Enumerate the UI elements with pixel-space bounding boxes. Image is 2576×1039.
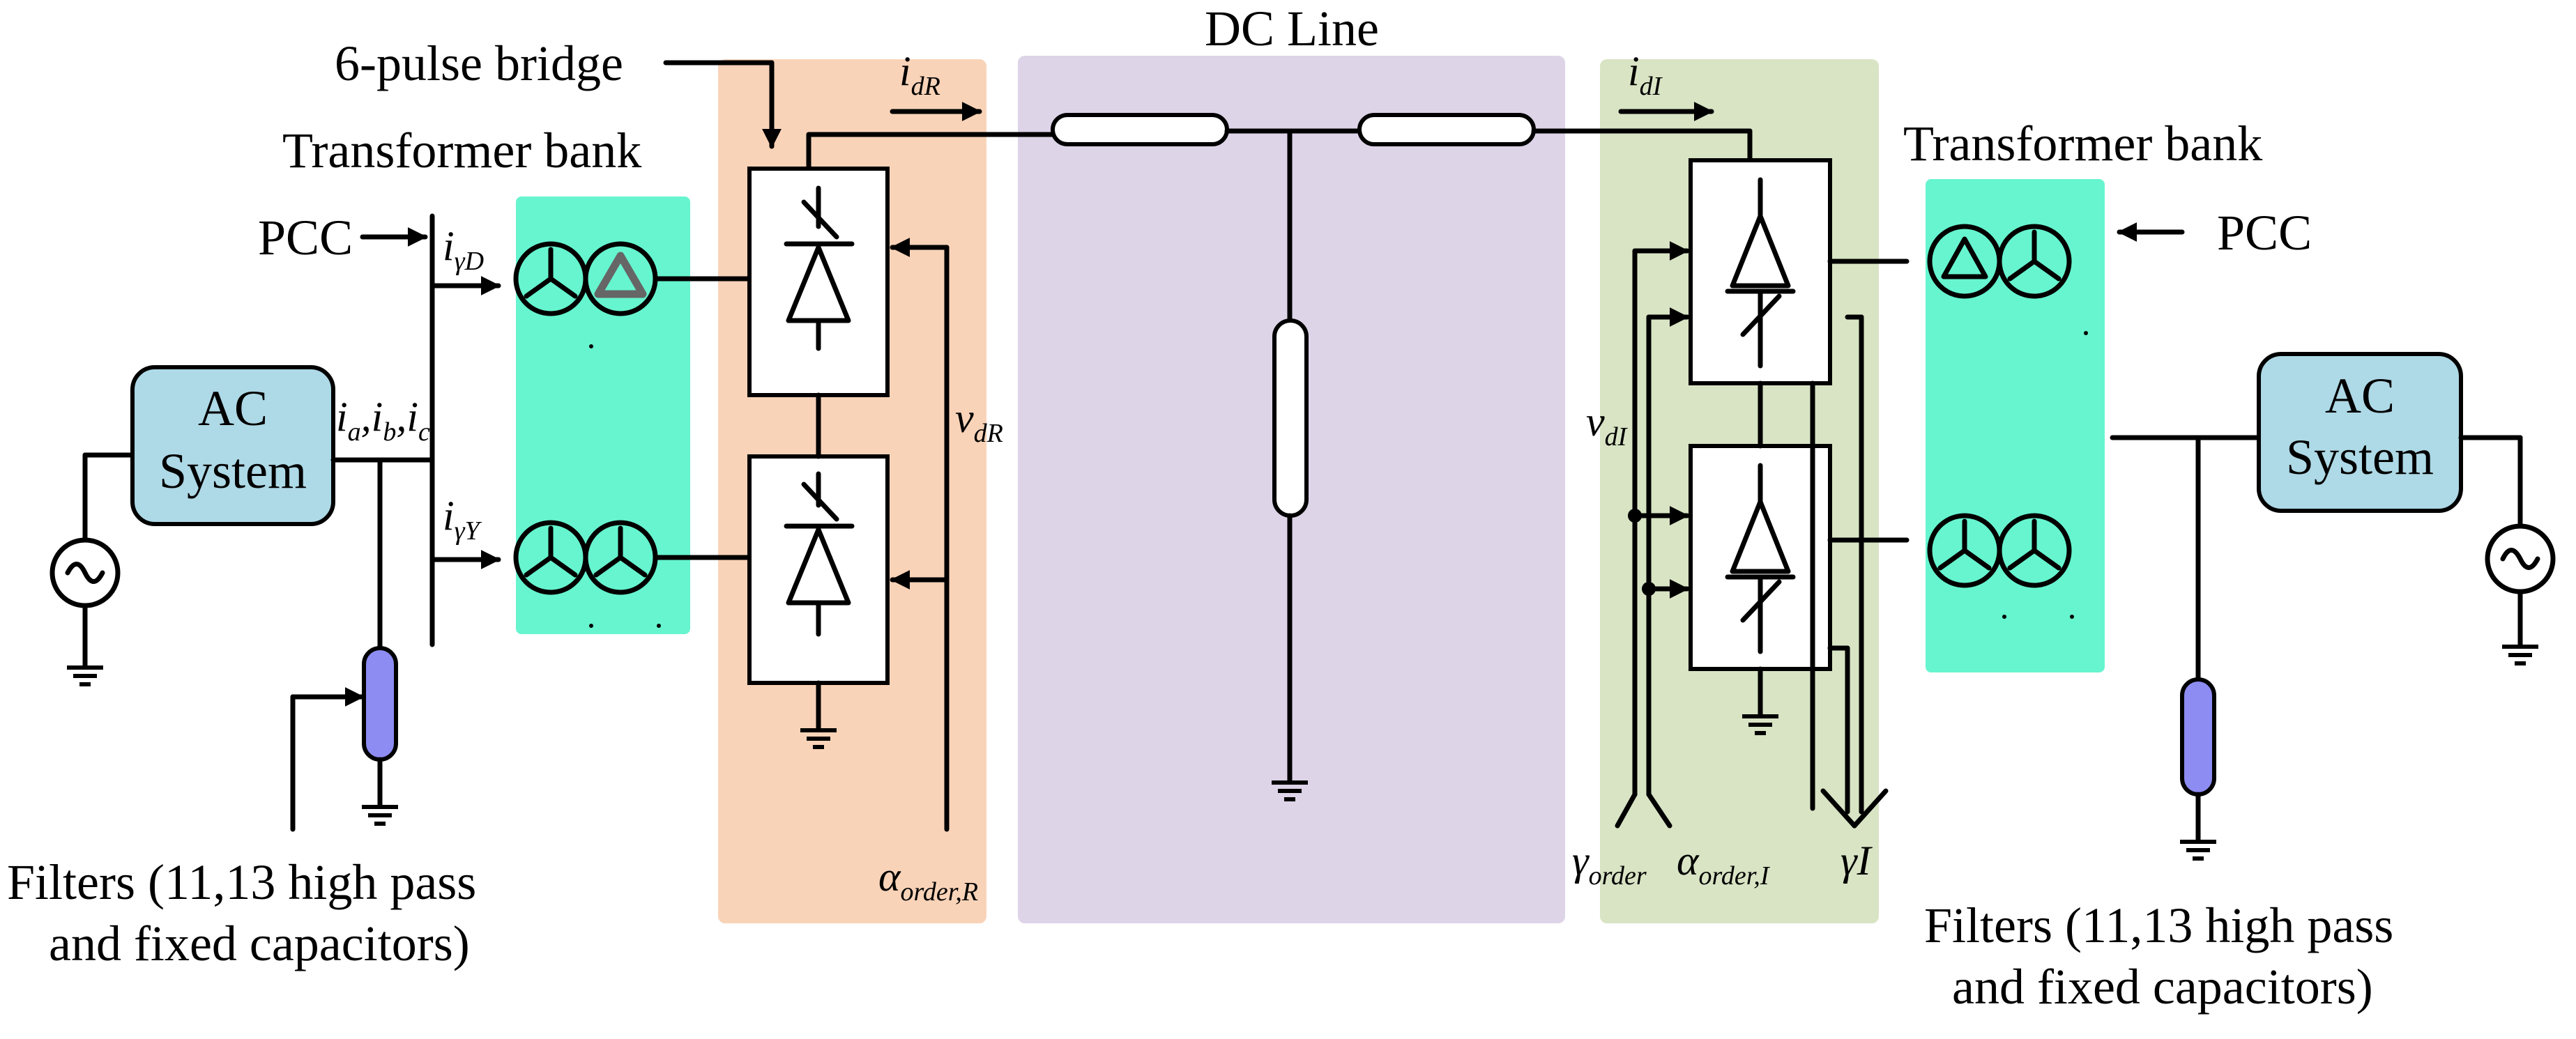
pcc-right-label: PCC (2217, 205, 2312, 261)
v-dr-label: vdR (955, 395, 1003, 448)
current-abc-label: ia,ib,ic (336, 394, 430, 447)
gamma-i-label: γI (1840, 838, 1873, 884)
ac-system-right: AC System (2257, 352, 2463, 513)
ac-source-left-icon (49, 452, 135, 684)
ac-source-right-icon (2485, 523, 2556, 663)
ac-system-right-line1: AC (2325, 368, 2395, 424)
transformer-bank-right-box (1926, 179, 2105, 672)
rectifier-bridge-top (747, 167, 890, 397)
ac-system-left-line1: AC (198, 380, 268, 436)
filter-right (2180, 677, 2216, 859)
dc-line-label: DC Line (1205, 1, 1379, 56)
pcc-left-label: PCC (258, 210, 353, 265)
dc-line-resistor-left (1051, 113, 1229, 146)
ac-system-right-line2: System (2286, 429, 2434, 485)
transformer-y-delta-left-icon (513, 241, 658, 348)
rectifier-bridge-bottom (747, 454, 890, 685)
inverter-bridge-top (1689, 158, 1832, 385)
transformer-bank-left-label: Transformer bank (282, 123, 641, 178)
current-idi-label: idI (1628, 48, 1663, 101)
current-gamma-d-label: iγD (443, 223, 484, 276)
inverter-bridge-bottom (1689, 444, 1832, 671)
current-idr-label: idR (899, 48, 940, 101)
filters-right-line2: and fixed capacitors) (1952, 959, 2373, 1015)
ac-system-left: AC System (130, 365, 335, 526)
six-pulse-bridge-label: 6-pulse bridge (335, 36, 623, 91)
filters-left-line1: Filters (11,13 high pass (7, 854, 476, 910)
filters-left-line2: and fixed capacitors) (49, 916, 470, 971)
current-gamma-y-label: iγY (443, 493, 482, 546)
filter-left (290, 646, 398, 832)
v-di-label: vdI (1586, 399, 1629, 452)
filters-right-line1: Filters (11,13 high pass (1924, 898, 2393, 953)
dc-line-resistor-right (1357, 113, 1536, 146)
transformer-delta-y-right-icon (1927, 224, 2088, 335)
transformer-bank-right-label: Transformer bank (1903, 116, 2262, 171)
transformer-y-y-right-icon (1927, 513, 2074, 619)
alpha-order-i-label: αorder,I (1677, 838, 1771, 891)
gamma-order-label: γorder (1572, 838, 1647, 891)
alpha-order-r-label: αorder,R (878, 854, 978, 907)
ac-system-left-line2: System (159, 443, 307, 499)
dc-line-shunt-capacitor (1272, 318, 1309, 518)
